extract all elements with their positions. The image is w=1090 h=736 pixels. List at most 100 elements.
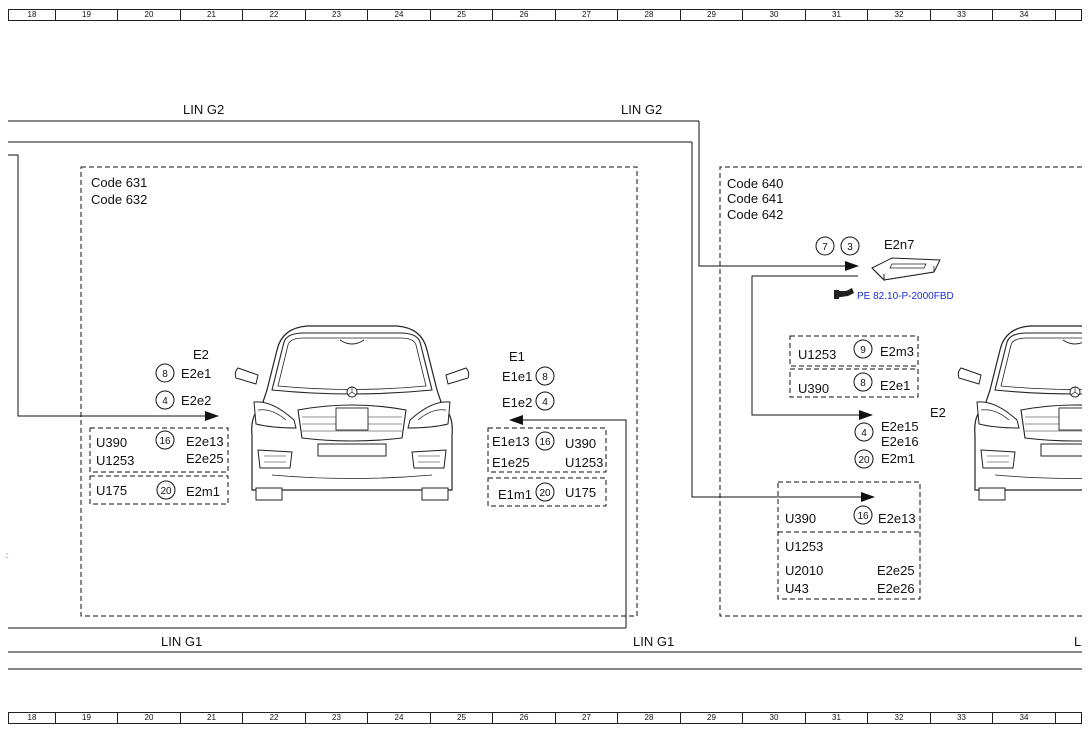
box-text: U1253 (565, 455, 603, 470)
ruler-cell: 20 (118, 10, 181, 20)
connector-circle (853, 505, 873, 525)
ruler-cell: 21 (181, 10, 243, 20)
e2e15-label: E2e15 (881, 419, 919, 434)
reference-link[interactable]: PE 82.10-P-2000FBD (857, 291, 954, 302)
ruler-cell: 31 (806, 713, 868, 723)
ruler-cell: 18 (9, 713, 56, 723)
connector-circle (155, 390, 175, 410)
lin-g2-wires (8, 120, 875, 502)
ruler-cell: 34 (993, 713, 1056, 723)
ruler-cell: 23 (306, 10, 368, 20)
connector-circle (535, 431, 555, 451)
circle-num: 4 (861, 428, 867, 439)
connector-circle (155, 430, 175, 450)
connector-circle (854, 422, 874, 442)
circle-num: 4 (542, 397, 548, 408)
e2-header-left: E2 (193, 347, 209, 362)
ruler-cell: 33 (931, 10, 993, 20)
ruler-cell: 32 (868, 10, 931, 20)
circle-num: 8 (162, 369, 168, 380)
ruler-cell: 27 (556, 10, 618, 20)
lin-g2-label-left: LIN G2 (183, 102, 224, 117)
right-zone-code-3: Code 642 (727, 207, 783, 222)
lin-g2-label-right: LIN G2 (621, 102, 662, 117)
connector-circle (535, 482, 555, 502)
ruler-cell: 24 (368, 10, 431, 20)
lin-g1-label-left: LIN G1 (161, 634, 202, 649)
ruler-cell: 20 (118, 713, 181, 723)
box-text: U43 (785, 581, 809, 596)
ruler-cell: 22 (243, 713, 306, 723)
circle-num: 3 (847, 242, 853, 253)
ruler-cell: 25 (431, 10, 493, 20)
ruler-cell: 21 (181, 713, 243, 723)
box-text: U2010 (785, 563, 823, 578)
box-text: E2e25 (877, 563, 915, 578)
box-text: E2e13 (878, 511, 916, 526)
left-edge-mark: : (6, 551, 8, 560)
ruler-cell: 29 (681, 713, 743, 723)
pointing-hand-icon (834, 288, 854, 299)
e2m1-label-right: E2m1 (881, 451, 915, 466)
box-text: E1e25 (492, 455, 530, 470)
ruler-cell: 27 (556, 713, 618, 723)
lin-partial-label: L (1074, 634, 1081, 649)
circle-num: 9 (860, 345, 866, 356)
e2e1-label-left: E2e1 (181, 366, 211, 381)
connector-circle (840, 236, 860, 256)
ruler-cell: 30 (743, 713, 806, 723)
circle-num: 4 (162, 396, 168, 407)
box-text: U1253 (785, 539, 823, 554)
connector-circle (535, 391, 555, 411)
box-text: E2e1 (880, 378, 910, 393)
left-zone-frame (80, 166, 638, 617)
circle-num: 20 (858, 455, 870, 466)
ruler-cell: 30 (743, 10, 806, 20)
control-module-icon (871, 257, 941, 282)
circle-num: 8 (860, 378, 866, 389)
box-text: U390 (785, 511, 816, 526)
lin-g1-label-right: LIN G1 (633, 634, 674, 649)
e1-header: E1 (509, 349, 525, 364)
ruler-cell: 28 (618, 10, 681, 20)
box-text: U390 (798, 381, 829, 396)
ruler-cell: 22 (243, 10, 306, 20)
right-zone-frame (719, 166, 1082, 617)
ruler-cell: 18 (9, 10, 56, 20)
box-text: E2m1 (186, 484, 220, 499)
circle-num: 8 (542, 372, 548, 383)
connector-circle (854, 449, 874, 469)
box-text: E1e13 (492, 434, 530, 449)
e2e2-label-left: E2e2 (181, 393, 211, 408)
e2-label-right: E2 (930, 405, 946, 420)
component-box-e2e1: U390 8 E2e1 (789, 368, 919, 398)
left-zone-code-2: Code 632 (91, 192, 147, 207)
circle-num: 16 (857, 511, 869, 522)
left-zone-code-1: Code 631 (91, 175, 147, 190)
ruler-cell: 28 (618, 713, 681, 723)
circle-num: 7 (822, 242, 828, 253)
ruler-cell: 23 (306, 713, 368, 723)
box-text: E2m3 (880, 344, 914, 359)
box-text: U175 (565, 485, 596, 500)
ruler-cell: 33 (931, 713, 993, 723)
ruler-cell: 34 (993, 10, 1056, 20)
ruler-cell: 26 (493, 713, 556, 723)
component-box-bottom: U390 16 E2e13 U1253 U2010 E2e25 U43 E2e2… (777, 481, 921, 600)
right-zone-code-2: Code 641 (727, 191, 783, 206)
box-text: U1253 (96, 453, 134, 468)
ruler-cell: 26 (493, 10, 556, 20)
vehicle-front-icon-right (957, 325, 1082, 501)
e1e2-label: E1e2 (502, 395, 532, 410)
ruler-cell: 19 (56, 10, 118, 20)
component-box-left-a: U390 U1253 16 E2e13 E2e25 (89, 427, 229, 473)
circle-num: 16 (539, 437, 551, 448)
right-zone-code-1: Code 640 (727, 176, 783, 191)
connector-circle (815, 236, 835, 256)
connector-circle (853, 339, 873, 359)
connector-circle (535, 366, 555, 386)
lin-g1-wires (8, 415, 1082, 670)
